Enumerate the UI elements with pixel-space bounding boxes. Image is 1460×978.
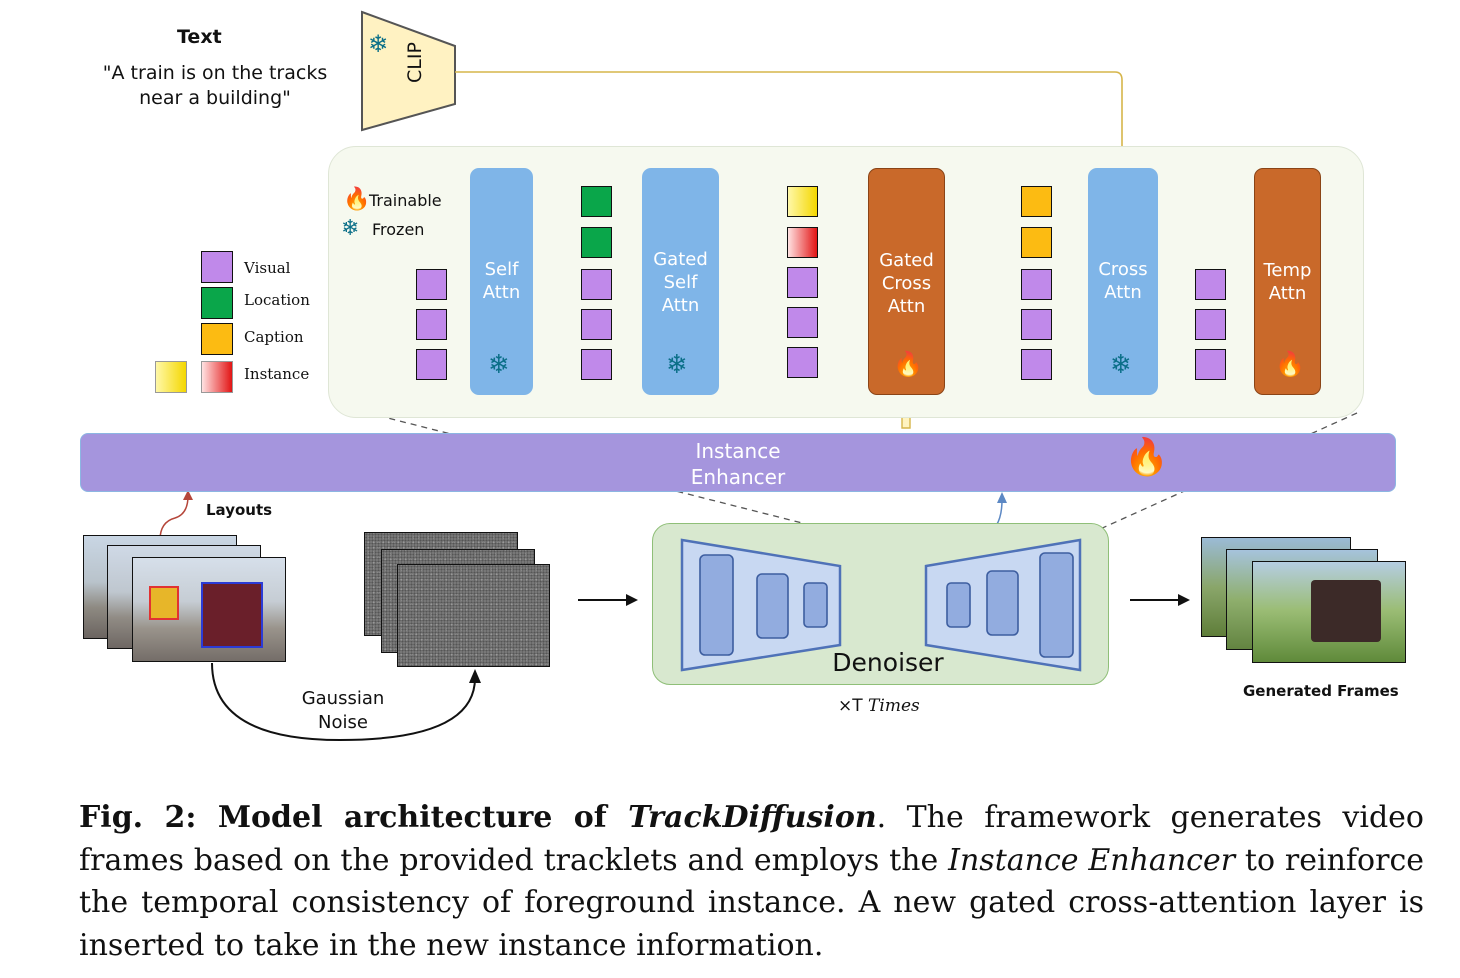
self-attn-label-line1: Self	[484, 259, 519, 280]
generated-train	[1311, 580, 1381, 642]
gated-self-attn-label-line3: Attn	[661, 295, 700, 316]
times-prefix: ×T	[838, 696, 869, 716]
visual-token	[416, 269, 447, 300]
gaussian-noise-label: Gaussian Noise	[280, 687, 406, 735]
self-attn-label-line2: Attn	[482, 282, 521, 303]
fire-icon: 🔥	[893, 350, 923, 378]
instance-enhancer-label-line2: Enhancer	[690, 465, 786, 489]
fire-icon: 🔥	[343, 187, 371, 212]
fire-icon: 🔥	[1275, 350, 1305, 378]
legend-location-label: Location	[244, 291, 310, 309]
visual-token	[581, 349, 612, 380]
legend-frozen-label: Frozen	[372, 220, 425, 239]
legend-caption-swatch	[201, 323, 233, 355]
text-prompt-line2: near a building"	[139, 87, 291, 109]
gated-self-attn-label-line1: Gated	[653, 249, 708, 270]
gated-cross-attn-label-line1: Gated	[879, 250, 934, 271]
denoiser-label: Denoiser	[832, 648, 944, 677]
legend-instance-swatch-red	[201, 361, 233, 393]
instance-enhancer-bar: Instance Enhancer	[80, 433, 1396, 492]
gated-cross-attn-block: Gated Cross Attn	[868, 168, 945, 395]
snowflake-icon: ❄	[368, 30, 389, 58]
self-attn-block: Self Attn	[470, 168, 533, 395]
clip-to-cross-attn-arrow	[455, 71, 1123, 160]
gated-self-attn-block: Gated Self Attn	[642, 168, 719, 395]
gaussian-noise-line2: Noise	[318, 712, 368, 733]
legend-instance-label: Instance	[244, 365, 310, 383]
visual-token	[581, 269, 612, 300]
visual-token	[1021, 309, 1052, 340]
legend-caption-label: Caption	[244, 328, 304, 346]
snowflake-icon: ❄	[1110, 350, 1132, 380]
snowflake-icon: ❄	[341, 216, 360, 241]
caption-text-part1: . The framework generates video frames b…	[79, 800, 1424, 878]
visual-token	[416, 309, 447, 340]
visual-token	[787, 347, 818, 378]
text-heading: Text	[177, 26, 222, 48]
train-bounding-box	[149, 586, 179, 620]
caption-fig-label: Fig. 2: Model architecture of	[79, 800, 629, 835]
visual-token	[1021, 269, 1052, 300]
legend-location-swatch	[201, 287, 233, 319]
cross-attn-label-line2: Attn	[1104, 282, 1142, 303]
temp-attn-label-line1: Temp	[1263, 260, 1312, 281]
denoiser-unet	[680, 538, 1082, 672]
temp-attn-block: Temp Attn	[1254, 168, 1321, 395]
layouts-label: Layouts	[206, 501, 273, 519]
caption-text-part2: to reinforce the temporal consistency of…	[79, 842, 1424, 963]
caption-token	[1021, 227, 1052, 258]
temp-attn-label-line2: Attn	[1268, 283, 1307, 304]
location-token	[581, 186, 612, 217]
layout-frame-front	[132, 557, 286, 662]
visual-token	[1195, 269, 1226, 300]
visual-token	[416, 349, 447, 380]
times-italic: Times	[868, 696, 920, 716]
generated-frame-front	[1252, 561, 1406, 663]
gated-cross-attn-label-line2: Cross	[881, 273, 932, 294]
snowflake-icon: ❄	[666, 350, 688, 380]
location-token	[581, 227, 612, 258]
generated-frames-label: Generated Frames	[1243, 682, 1399, 700]
legend-visual-label: Visual	[244, 259, 291, 277]
text-prompt-line1: "A train is on the tracks	[102, 62, 328, 84]
cross-attn-block: Cross Attn	[1088, 168, 1158, 395]
text-prompt: "A train is on the tracks near a buildin…	[85, 61, 345, 111]
snowflake-icon: ❄	[488, 350, 510, 380]
visual-token	[787, 267, 818, 298]
train-bounding-box	[201, 582, 263, 648]
noise-frame	[397, 564, 550, 667]
instance-token-red	[787, 227, 818, 258]
gated-self-attn-label-line2: Self	[663, 272, 698, 293]
caption-fig-name: TrackDiffusion	[628, 800, 877, 835]
gaussian-noise-line1: Gaussian	[301, 688, 385, 709]
visual-token	[581, 309, 612, 340]
visual-token	[1195, 349, 1226, 380]
caption-token	[1021, 186, 1052, 217]
caption-enhancer: Instance Enhancer	[948, 842, 1236, 878]
visual-token	[1195, 309, 1226, 340]
fire-icon: 🔥	[1124, 437, 1169, 478]
gated-cross-attn-label-line3: Attn	[887, 296, 926, 317]
legend-trainable-label: Trainable	[369, 191, 442, 210]
clip-encoder	[361, 10, 456, 132]
times-label: ×T Times	[838, 696, 920, 716]
cross-attn-label-line1: Cross	[1098, 259, 1148, 280]
legend-instance-swatch-yellow	[155, 361, 187, 393]
visual-token	[1021, 349, 1052, 380]
figure-caption: Fig. 2: Model architecture of TrackDiffu…	[79, 797, 1424, 967]
instance-enhancer-label-line1: Instance	[695, 439, 781, 463]
instance-token-yellow	[787, 186, 818, 217]
legend-visual-swatch	[201, 251, 233, 283]
visual-token	[787, 307, 818, 338]
